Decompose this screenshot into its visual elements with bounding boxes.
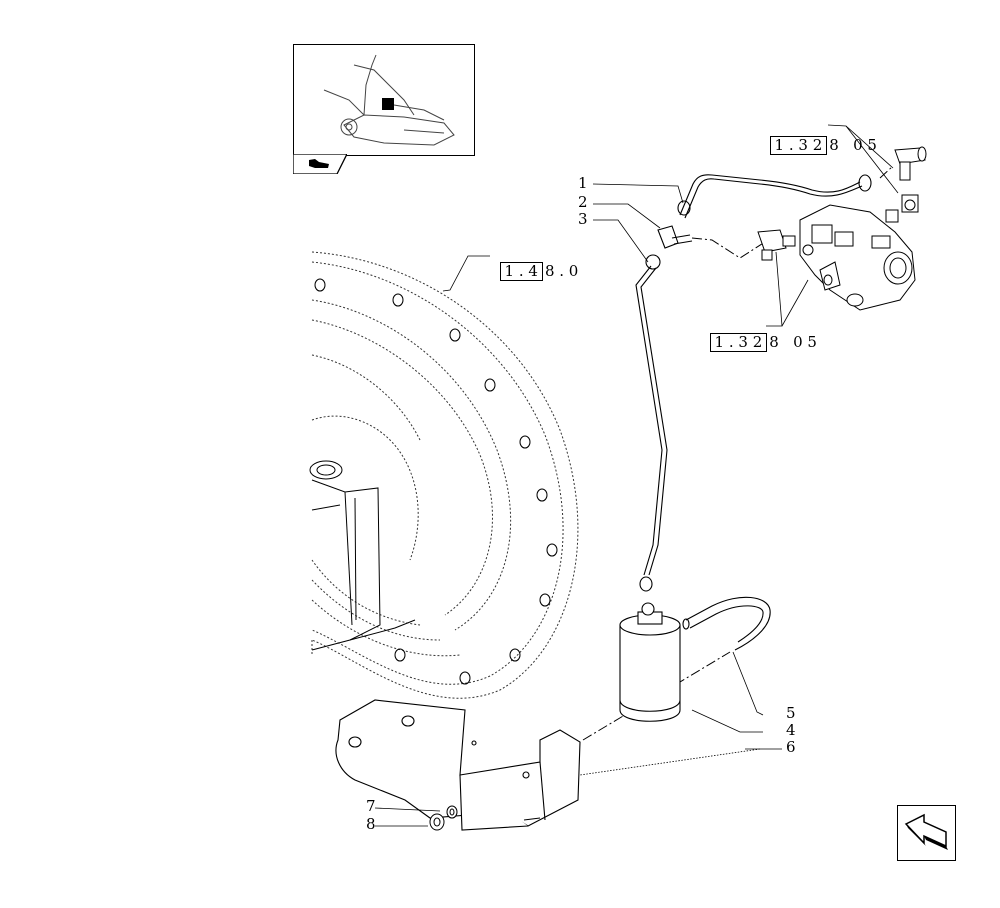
tee-fitting-2 [657, 225, 693, 249]
elbow-fitting-mid [757, 229, 796, 261]
tractor-overview-thumbnail[interactable] [293, 44, 475, 156]
wheel-bolt-holes [314, 278, 558, 685]
ref-tail: 8 . 0 [544, 262, 579, 280]
canister-4 [619, 602, 681, 722]
callout-1: 1 [578, 174, 588, 192]
ref-box: 1 . 3 2 [709, 333, 768, 352]
ref-tail: 8 0 5 [829, 136, 877, 154]
callout-7: 7 [366, 797, 376, 815]
valve-assembly [799, 204, 916, 311]
leader-lines [374, 124, 899, 827]
callout-8: 8 [366, 815, 376, 833]
pipe-3 [635, 254, 668, 592]
pipe-1 [677, 174, 872, 219]
axle-housing-drawing [309, 460, 416, 651]
nut-8 [429, 813, 445, 831]
previous-page-arrow-icon [904, 813, 948, 850]
bracket-6 [335, 699, 581, 831]
hand-pointer-icon [292, 153, 349, 175]
ref-box: 1 . 3 2 [769, 136, 828, 155]
callout-3: 3 [578, 210, 588, 228]
callout-2: 2 [578, 193, 588, 211]
tractor-thumbnail-icon [323, 54, 455, 146]
thumb-tab[interactable] [292, 153, 349, 175]
washer-7 [446, 805, 458, 819]
hose-5 [682, 596, 771, 651]
fitting-upper-right [885, 146, 927, 223]
ref-box: 1 . 4 [499, 262, 543, 281]
previous-page-button[interactable] [897, 805, 956, 861]
callout-5: 5 [786, 704, 796, 722]
callout-4: 4 [786, 721, 796, 739]
ref-tail: 8 0 5 [769, 333, 817, 351]
wheel-hub-drawing [311, 251, 579, 699]
callout-6: 6 [786, 738, 796, 756]
